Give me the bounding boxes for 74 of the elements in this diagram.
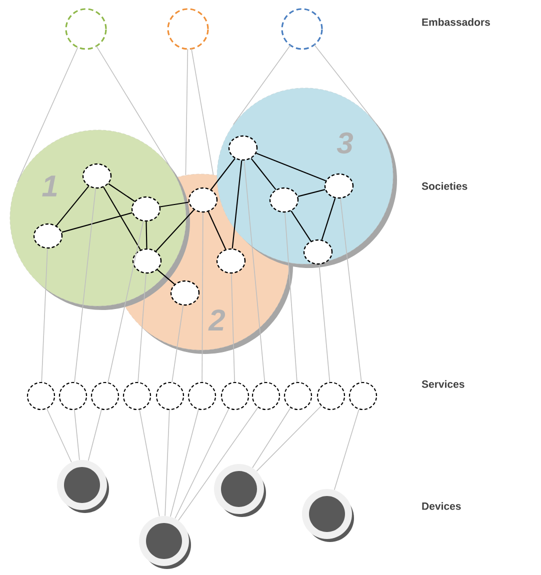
connector-line	[202, 212, 204, 382]
service-circle	[122, 382, 152, 410]
connector-line	[46, 408, 72, 463]
device-icon	[139, 516, 191, 569]
service-circle	[90, 382, 120, 410]
member-node	[269, 187, 299, 213]
member-node	[303, 239, 333, 265]
link-line	[103, 186, 141, 250]
embassador-circle	[167, 8, 209, 50]
link-line	[156, 210, 194, 252]
level-label: Embassadors	[422, 18, 490, 26]
service-circle	[284, 382, 312, 410]
link-line	[232, 160, 242, 249]
link-line	[250, 158, 276, 190]
link-line	[210, 158, 236, 190]
embassador-circle	[281, 8, 323, 50]
service-circle	[348, 382, 378, 410]
connector-line	[74, 410, 80, 460]
connector-line	[164, 410, 170, 516]
link-line	[146, 222, 148, 248]
connector-line	[88, 409, 102, 461]
connector-line	[284, 212, 298, 382]
connector-line	[170, 409, 199, 518]
member-node	[216, 248, 246, 274]
cone-line	[232, 44, 375, 125]
connector-line	[174, 408, 230, 519]
connector-line	[318, 264, 330, 382]
connector-line	[244, 160, 266, 382]
member-node	[324, 173, 354, 199]
link-line	[157, 269, 175, 285]
device-icon	[302, 489, 354, 542]
connector-line	[230, 273, 235, 382]
link-line	[256, 152, 326, 182]
member-node	[170, 280, 200, 306]
link-line	[298, 189, 326, 197]
connector-line	[172, 305, 184, 382]
member-node	[228, 135, 258, 161]
link-line	[56, 186, 90, 226]
connector-line	[340, 198, 362, 382]
cone-line	[185, 48, 214, 176]
connector-line	[74, 188, 96, 382]
link-line	[321, 198, 336, 240]
member-node	[82, 163, 112, 189]
device-icon	[57, 460, 109, 513]
cone-line	[17, 46, 174, 182]
connector-line	[138, 273, 146, 382]
service-circle	[252, 382, 280, 410]
link-line	[208, 211, 226, 250]
service-circle	[316, 382, 346, 410]
member-node	[188, 187, 218, 213]
member-node	[132, 248, 162, 274]
connector-line	[334, 409, 360, 490]
connector-line	[256, 406, 322, 472]
level-label: Societies	[422, 182, 468, 190]
level-label: Services	[422, 380, 464, 388]
link-line	[160, 202, 189, 208]
link-line	[108, 183, 135, 202]
level-label: Devices	[422, 502, 461, 510]
service-circle	[220, 382, 250, 410]
connector-line	[41, 248, 48, 382]
link-line	[62, 212, 132, 233]
service-circle	[58, 382, 88, 410]
connector-line	[108, 220, 144, 383]
connector-line	[139, 409, 160, 517]
service-circle	[188, 382, 216, 410]
connector-line	[178, 407, 258, 521]
embassador-circle	[65, 8, 107, 50]
service-circle	[26, 382, 56, 410]
device-icon	[214, 464, 266, 517]
service-circle	[156, 382, 184, 410]
connector-line	[252, 407, 291, 468]
link-line	[290, 210, 312, 242]
member-node	[33, 223, 63, 249]
member-node	[131, 196, 161, 222]
